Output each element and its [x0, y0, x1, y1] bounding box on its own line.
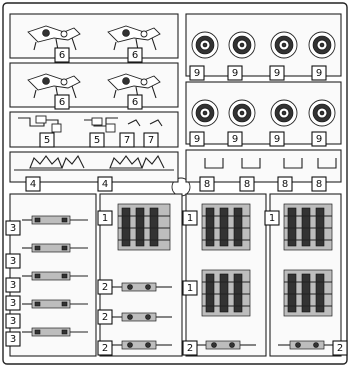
label-2: 2 [332, 340, 348, 356]
svg-text:1: 1 [187, 283, 193, 294]
label-3: 3 [5, 331, 21, 347]
label-9: 9 [311, 65, 327, 81]
svg-text:1: 1 [269, 213, 275, 224]
label-4: 4 [25, 176, 41, 192]
label-1: 1 [97, 210, 113, 226]
label-1: 1 [182, 280, 198, 296]
svg-text:6: 6 [59, 97, 65, 108]
label-6: 6 [54, 94, 70, 110]
label-2: 2 [97, 309, 113, 325]
label-9: 9 [227, 131, 243, 147]
label-8: 8 [199, 176, 215, 192]
svg-text:9: 9 [274, 134, 280, 145]
label-2: 2 [97, 279, 113, 295]
svg-text:3: 3 [10, 316, 16, 327]
label-8: 8 [239, 176, 255, 192]
label-7: 7 [143, 132, 159, 148]
part-3-pieces [22, 215, 88, 337]
label-8: 8 [277, 176, 293, 192]
panel-part-4 [9, 151, 179, 183]
part-labels: 6 6 6 6 9 9 9 9 9 9 9 9 5 5 7 7 4 4 8 8 … [5, 47, 348, 356]
label-3: 3 [5, 313, 21, 329]
svg-text:7: 7 [148, 135, 154, 146]
label-6: 6 [127, 94, 143, 110]
part-8-brackets [204, 158, 337, 169]
svg-text:6: 6 [59, 50, 65, 61]
svg-text:5: 5 [44, 135, 50, 146]
svg-text:3: 3 [10, 280, 16, 291]
svg-text:8: 8 [282, 179, 288, 190]
svg-text:8: 8 [316, 179, 322, 190]
label-9: 9 [311, 131, 327, 147]
label-4: 4 [97, 176, 113, 192]
svg-text:6: 6 [132, 97, 138, 108]
label-9: 9 [227, 65, 243, 81]
label-9: 9 [189, 131, 205, 147]
label-1: 1 [182, 210, 198, 226]
svg-text:8: 8 [204, 179, 210, 190]
svg-text:3: 3 [10, 223, 16, 234]
part-5-7-pieces [18, 115, 163, 133]
svg-text:3: 3 [10, 334, 16, 345]
svg-text:2: 2 [102, 312, 108, 323]
part-1-blocks [117, 203, 333, 317]
label-6: 6 [54, 47, 70, 63]
svg-text:9: 9 [316, 134, 322, 145]
label-6: 6 [127, 47, 143, 63]
svg-text:9: 9 [232, 134, 238, 145]
label-9: 9 [189, 65, 205, 81]
svg-text:7: 7 [124, 135, 130, 146]
svg-text:6: 6 [132, 50, 138, 61]
svg-text:2: 2 [337, 343, 343, 354]
label-2: 2 [97, 340, 113, 356]
label-3: 3 [5, 220, 21, 236]
svg-text:9: 9 [316, 68, 322, 79]
svg-text:9: 9 [232, 68, 238, 79]
label-1: 1 [264, 210, 280, 226]
svg-text:3: 3 [10, 298, 16, 309]
label-7: 7 [119, 132, 135, 148]
svg-text:4: 4 [30, 179, 36, 190]
label-9: 9 [269, 131, 285, 147]
svg-text:2: 2 [187, 343, 193, 354]
svg-text:8: 8 [244, 179, 250, 190]
svg-text:3: 3 [10, 256, 16, 267]
svg-text:1: 1 [102, 213, 108, 224]
part-4-pieces [14, 154, 174, 171]
label-3: 3 [5, 295, 21, 311]
label-8: 8 [311, 176, 327, 192]
svg-text:5: 5 [94, 135, 100, 146]
label-9: 9 [269, 65, 285, 81]
svg-text:2: 2 [102, 282, 108, 293]
svg-text:9: 9 [194, 134, 200, 145]
label-2: 2 [182, 340, 198, 356]
svg-text:2: 2 [102, 343, 108, 354]
label-3: 3 [5, 277, 21, 293]
svg-text:4: 4 [102, 179, 108, 190]
sprue-frame [2, 2, 348, 365]
svg-text:9: 9 [194, 68, 200, 79]
svg-text:1: 1 [187, 213, 193, 224]
svg-text:9: 9 [274, 68, 280, 79]
label-3: 3 [5, 253, 21, 269]
part-2-pieces [110, 282, 340, 350]
label-5: 5 [39, 132, 55, 148]
label-5: 5 [89, 132, 105, 148]
part-9-wheels [191, 31, 336, 127]
